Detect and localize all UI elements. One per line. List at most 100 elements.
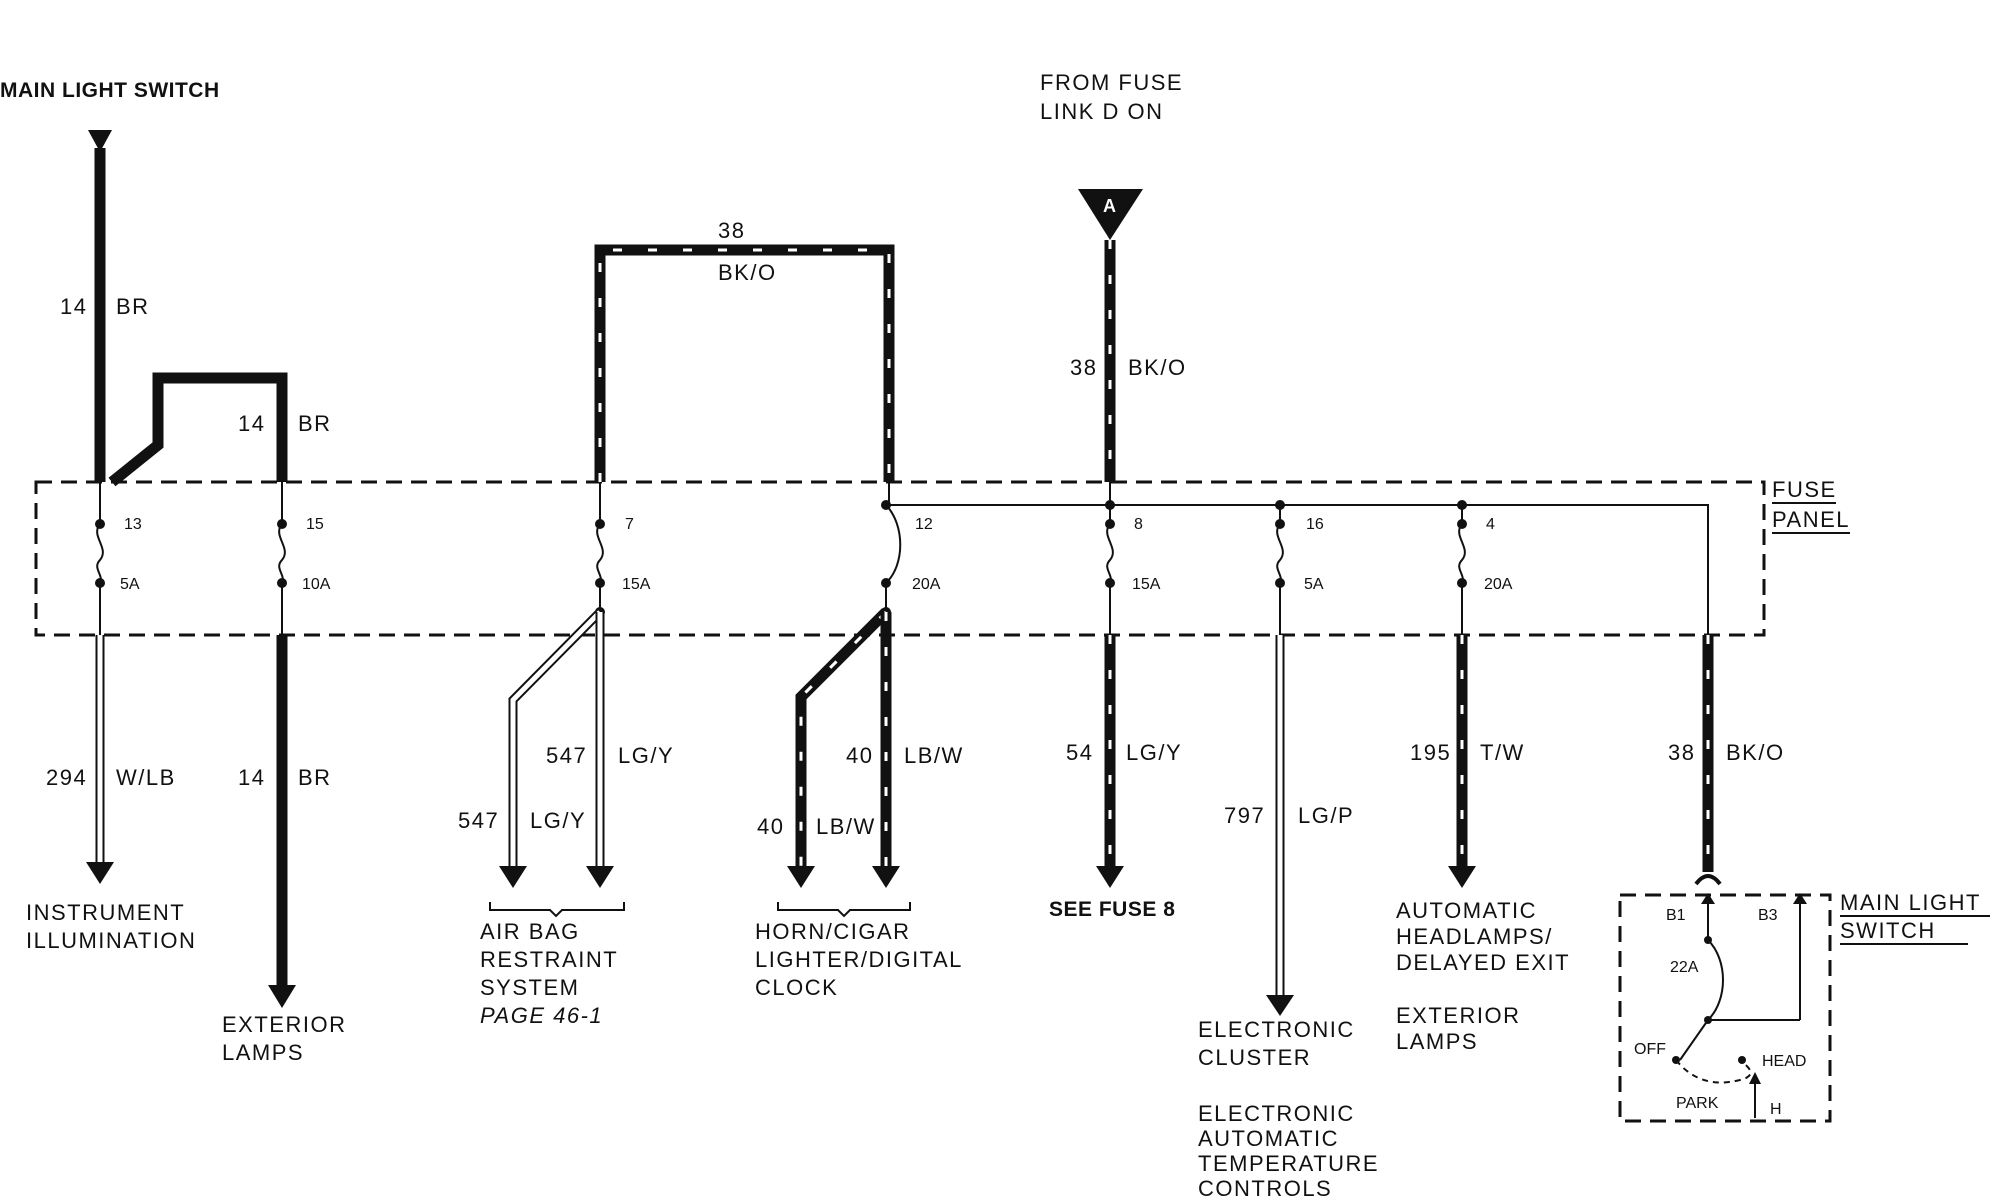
fuse-panel-box — [34, 480, 1766, 637]
switch-feed-arrow — [88, 130, 112, 152]
dest-auto-2: HEADLAMPS/ — [1396, 924, 1553, 949]
wire-547-branch-inner — [510, 610, 602, 866]
fuse-16-amp: 5A — [1304, 576, 1324, 593]
wire-54-color: LG/Y — [1126, 740, 1182, 765]
wire-38-out-num: 38 — [1668, 740, 1695, 765]
wire-195-color: T/W — [1480, 740, 1525, 765]
wire-14-mid-color: BR — [298, 411, 332, 436]
wire-797-arrow — [1266, 995, 1294, 1016]
fuse-column-8 — [1105, 500, 1115, 635]
wire-54-num: 54 — [1066, 740, 1093, 765]
connector-a-triangle — [1078, 189, 1143, 240]
switch-park: PARK — [1676, 1095, 1719, 1112]
dest-horn-3: CLOCK — [755, 975, 838, 1000]
wire-195-num: 195 — [1410, 740, 1451, 765]
switch-box-label-2: SWITCH — [1840, 918, 1936, 943]
wire-14-left-num: 14 — [60, 294, 87, 319]
dest-eatc-2: AUTOMATIC — [1198, 1126, 1339, 1151]
wire-547b-arrow — [586, 866, 614, 888]
fuse-panel-label-2: PANEL — [1772, 507, 1850, 532]
dest-cluster-2: CLUSTER — [1198, 1045, 1311, 1070]
wire-547a-num: 547 — [458, 808, 499, 833]
wire-294-arrow — [86, 862, 114, 884]
switch-off: OFF — [1634, 1041, 1666, 1058]
dest-instrument-2: ILLUMINATION — [26, 928, 196, 953]
dest-instrument-1: INSTRUMENT — [26, 900, 185, 925]
dest-auto-3: DELAYED EXIT — [1396, 950, 1570, 975]
fuse-panel-label-1: FUSE — [1772, 477, 1837, 502]
dest-eatc-1: ELECTRONIC — [1198, 1101, 1355, 1126]
fuse-15-pos: 15 — [306, 516, 324, 533]
switch-h: H — [1770, 1101, 1782, 1118]
dest-horn-2: LIGHTER/DIGITAL — [755, 947, 963, 972]
wire-38-out-color: BK/O — [1726, 740, 1785, 765]
switch-amp: 22A — [1670, 959, 1699, 976]
wire-14-mid-num: 14 — [238, 411, 265, 436]
wire-38-top-num: 38 — [718, 218, 745, 243]
wire-294-num: 294 — [46, 765, 87, 790]
fuse-8-pos: 8 — [1134, 516, 1143, 533]
dest-auto-1: AUTOMATIC — [1396, 898, 1537, 923]
fuse-4-pos: 4 — [1486, 516, 1495, 533]
wire-40b-arrow — [872, 866, 900, 888]
wire-547a-color: LG/Y — [530, 808, 586, 833]
wire-54-arrow — [1096, 866, 1124, 888]
switch-internal — [1672, 893, 1807, 1118]
fuse-13-pos: 13 — [124, 516, 142, 533]
fuse-13-amp: 5A — [120, 576, 140, 593]
from-fuse-label-2: LINK D ON — [1040, 99, 1164, 124]
switch-box — [1618, 893, 1832, 1123]
wire-38-bko-loop-stripe — [598, 248, 891, 482]
dest-exterior-2: LAMPS — [222, 1040, 304, 1065]
dest-airbag-page: PAGE 46-1 — [480, 1003, 603, 1028]
wire-40a-arrow — [787, 866, 815, 888]
wire-547b-color: LG/Y — [618, 743, 674, 768]
fuse-7-pos: 7 — [625, 516, 634, 533]
dest-airbag-1: AIR BAG — [480, 919, 580, 944]
wire-797-num: 797 — [1224, 803, 1265, 828]
dest-horn-1: HORN/CIGAR — [755, 919, 911, 944]
dest-airbag-2: RESTRAINT — [480, 947, 618, 972]
switch-head: HEAD — [1762, 1053, 1806, 1070]
wire-14-left-color: BR — [116, 294, 150, 319]
dest-eatc-4: CONTROLS — [1198, 1176, 1332, 1200]
fuse-column-16 — [1275, 500, 1285, 635]
fuse-panel-bus — [888, 482, 1709, 635]
wire-40-branch-stripe — [799, 610, 888, 866]
main-light-switch-label: MAIN LIGHT SWITCH — [0, 79, 220, 102]
wire-38-connector — [1694, 874, 1722, 886]
from-fuse-label-1: FROM FUSE — [1040, 70, 1183, 95]
wire-14-br-jumper — [108, 372, 288, 487]
dest-exterior-1: EXTERIOR — [222, 1012, 346, 1037]
switch-b3: B3 — [1758, 907, 1778, 924]
fuse-16-pos: 16 — [1306, 516, 1324, 533]
wire-14-arrow — [268, 985, 296, 1008]
fuse-12-amp: 20A — [912, 576, 941, 593]
airbag-bracket — [489, 902, 625, 918]
wire-40b-color: LB/W — [904, 743, 964, 768]
fuse-8-amp: 15A — [1132, 576, 1161, 593]
fuse-column-13 — [95, 482, 105, 635]
fuse-7-amp: 15A — [622, 576, 651, 593]
fuse-column-4 — [1457, 500, 1467, 635]
horn-bracket — [777, 902, 911, 918]
dest-ext2-2: LAMPS — [1396, 1029, 1478, 1054]
switch-box-label-1: MAIN LIGHT — [1840, 890, 1981, 915]
wire-38-feed-num: 38 — [1070, 355, 1097, 380]
dest-ext2-1: EXTERIOR — [1396, 1003, 1520, 1028]
fuse-column-12 — [881, 482, 902, 635]
dest-airbag-3: SYSTEM — [480, 975, 579, 1000]
connector-a-letter: A — [1103, 196, 1116, 216]
fuse-column-15 — [277, 482, 287, 635]
fuse-4-amp: 20A — [1484, 576, 1513, 593]
fuse-12-pos: 12 — [915, 516, 933, 533]
wire-797-color: LG/P — [1298, 803, 1354, 828]
wire-294-color: W/LB — [116, 765, 176, 790]
fuse-15-amp: 10A — [302, 576, 331, 593]
wire-38-feed-color: BK/O — [1128, 355, 1187, 380]
wire-547b-num: 547 — [546, 743, 587, 768]
wire-547a-arrow — [499, 866, 527, 888]
dest-see-fuse: SEE FUSE 8 — [1049, 898, 1175, 921]
wire-38-top-color: BK/O — [718, 260, 777, 285]
